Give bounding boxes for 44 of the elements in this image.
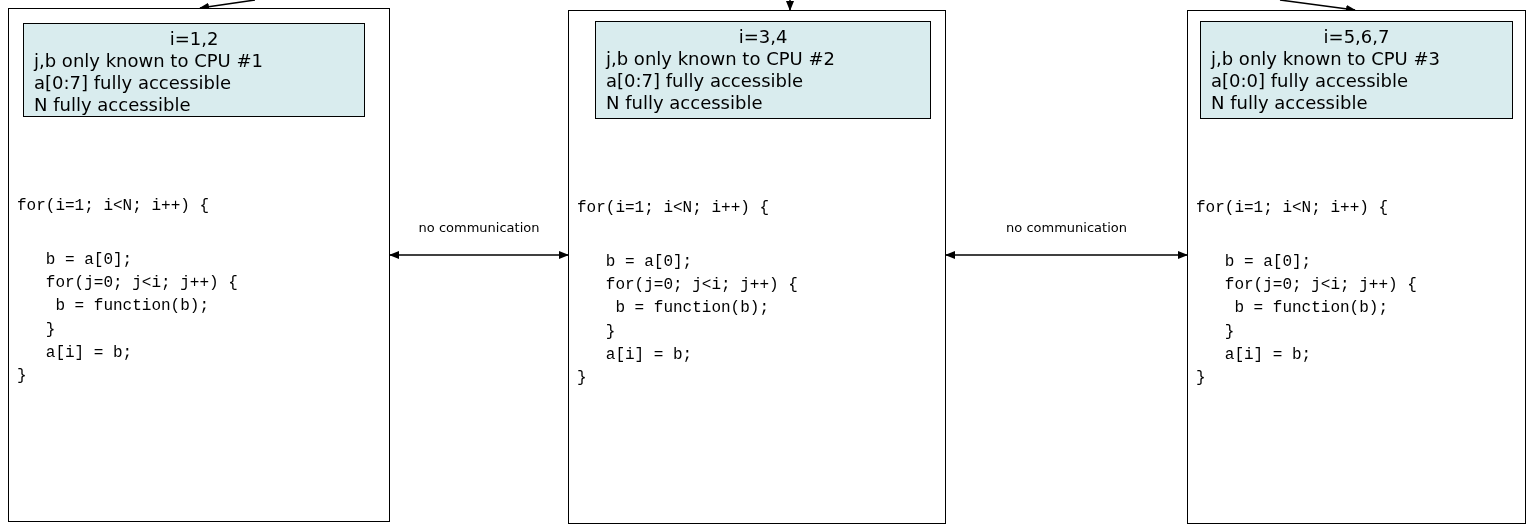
info-text: j,b only known to CPU #2: [606, 48, 835, 69]
code-line: for(j=0; j<i; j++) {: [605, 276, 798, 294]
code-line: b = a[0];: [45, 251, 133, 269]
edge-label: no communication: [418, 220, 540, 235]
code-line: a[i] = b;: [1224, 346, 1312, 364]
code-line: }: [577, 369, 587, 387]
code-line: }: [1196, 369, 1206, 387]
code-line: for(j=0; j<i; j++) {: [1224, 276, 1417, 294]
code-line: }: [1224, 323, 1235, 341]
info-text: N fully accessible: [606, 92, 763, 113]
code-line: }: [605, 323, 616, 341]
info-text: j,b only known to CPU #1: [34, 50, 263, 71]
info-text: a[0:0] fully accessible: [1211, 70, 1409, 91]
code-line: for(i=1; i<N; i++) {: [1196, 199, 1389, 217]
info-text: N fully accessible: [34, 94, 191, 115]
arrow: [786, 0, 794, 11]
info-panel: [1200, 21, 1513, 119]
code-line: b = a[0];: [605, 253, 693, 271]
cpu-box: [568, 10, 946, 524]
code-line: }: [45, 321, 56, 339]
arrow: [389, 251, 569, 259]
info-panel: [595, 21, 931, 119]
code-line: a[i] = b;: [45, 344, 133, 362]
code-line: a[i] = b;: [605, 346, 693, 364]
code-line: for(i=1; i<N; i++) {: [577, 199, 770, 217]
code-line: }: [17, 367, 27, 385]
code-line: b = function(b);: [1234, 299, 1388, 317]
info-panel: [23, 23, 365, 117]
code-line: b = function(b);: [55, 297, 209, 315]
info-text: a[0:7] fully accessible: [606, 70, 804, 91]
index-range: i=5,6,7: [1322, 26, 1391, 47]
cpu-box: [1187, 10, 1526, 524]
info-text: j,b only known to CPU #3: [1211, 48, 1440, 69]
info-text: a[0:7] fully accessible: [34, 72, 232, 93]
code-line: for(j=0; j<i; j++) {: [45, 274, 238, 292]
cpu-box: [8, 8, 390, 522]
code-line: b = function(b);: [615, 299, 769, 317]
edge-label: no communication: [1006, 220, 1127, 235]
code-line: for(i=1; i<N; i++) {: [17, 197, 210, 215]
code-line: b = a[0];: [1224, 253, 1312, 271]
info-text: N fully accessible: [1211, 92, 1368, 113]
arrow: [945, 251, 1188, 259]
index-range: i=3,4: [737, 26, 789, 47]
index-range: i=1,2: [168, 28, 220, 49]
